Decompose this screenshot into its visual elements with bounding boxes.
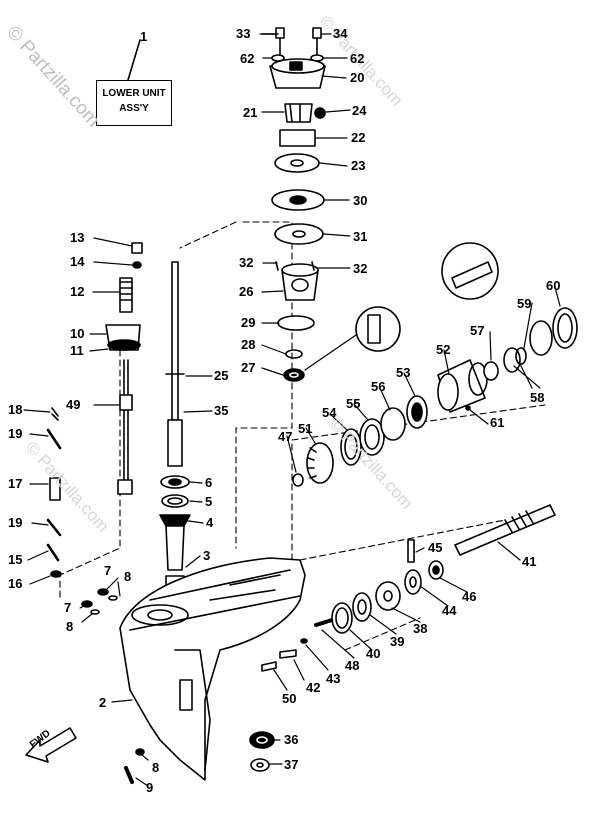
callout-45: 45	[428, 540, 443, 555]
callout-38: 38	[413, 621, 428, 636]
callout-18: 18	[8, 402, 23, 417]
callout-29: 29	[241, 315, 256, 330]
callout-48: 48	[345, 658, 360, 673]
callout-39: 39	[390, 634, 405, 649]
callout-33: 33	[236, 26, 251, 41]
label-plate-line-1: LOWER UNIT	[102, 88, 166, 99]
callout-leaders	[23, 33, 561, 787]
callout-13: 13	[70, 230, 85, 245]
callout-16: 16	[8, 576, 23, 591]
detail-circles	[355, 242, 499, 352]
callout-60: 60	[546, 278, 561, 293]
callout-24: 24	[352, 103, 367, 118]
callout-49: 49	[66, 397, 81, 412]
water-pump-stack	[261, 27, 326, 382]
callout-6: 6	[205, 475, 213, 490]
callout-8: 8	[152, 760, 160, 775]
callout-19: 19	[8, 426, 23, 441]
callout-42: 42	[306, 680, 321, 695]
drive-shaft	[165, 261, 185, 467]
callout-21: 21	[243, 105, 258, 120]
callout-41: 41	[522, 554, 537, 569]
callout-52: 52	[436, 342, 451, 357]
callout-53: 53	[396, 365, 411, 380]
callout-15: 15	[8, 552, 23, 567]
callout-7: 7	[64, 600, 72, 615]
shift-lever-small-parts	[46, 407, 62, 578]
callout-54: 54	[322, 405, 337, 420]
callout-9: 9	[146, 780, 154, 795]
callout-32: 32	[353, 261, 368, 276]
callout-19: 19	[8, 515, 23, 530]
callout-8: 8	[66, 619, 74, 634]
callout-46: 46	[462, 589, 477, 604]
callout-31: 31	[353, 229, 368, 244]
label-plate-leader	[127, 39, 141, 81]
callout-62: 62	[240, 51, 255, 66]
callout-8: 8	[124, 569, 132, 584]
callout-47: 47	[278, 429, 293, 444]
callout-4: 4	[206, 515, 214, 530]
callout-27: 27	[241, 360, 256, 375]
callout-20: 20	[350, 70, 365, 85]
lower-unit-housing	[119, 557, 306, 781]
callout-50: 50	[282, 691, 297, 706]
lower-unit-label-plate: LOWER UNIT ASS'Y	[96, 80, 172, 126]
callout-37: 37	[284, 757, 299, 772]
callout-44: 44	[442, 603, 457, 618]
label-plate-line-2: ASS'Y	[119, 103, 149, 114]
gear-and-bearing-housing	[292, 307, 578, 487]
callout-10: 10	[70, 326, 85, 341]
callout-26: 26	[239, 284, 254, 299]
upper-seals-and-bushing	[159, 475, 191, 591]
callout-51: 51	[298, 421, 313, 436]
dashed-guide-lines	[59, 221, 546, 651]
callout-62: 62	[350, 51, 365, 66]
callout-55: 55	[346, 396, 361, 411]
callout-57: 57	[470, 323, 485, 338]
callout-58: 58	[530, 390, 545, 405]
propeller-shaft-assembly	[261, 504, 556, 672]
callout-59: 59	[517, 296, 532, 311]
callout-3: 3	[203, 548, 211, 563]
callout-2: 2	[99, 695, 107, 710]
callout-23: 23	[351, 158, 366, 173]
callout-17: 17	[8, 476, 23, 491]
callout-61: 61	[490, 415, 505, 430]
callout-56: 56	[371, 379, 386, 394]
callout-11: 11	[70, 343, 84, 358]
callout-30: 30	[353, 193, 368, 208]
callout-22: 22	[351, 130, 366, 145]
callout-7: 7	[104, 563, 112, 578]
callout-12: 12	[70, 284, 85, 299]
callout-25: 25	[214, 368, 229, 383]
callout-32: 32	[239, 255, 254, 270]
callout-36: 36	[284, 732, 299, 747]
callout-1: 1	[140, 29, 148, 44]
callout-28: 28	[241, 337, 256, 352]
callout-43: 43	[326, 671, 341, 686]
callout-35: 35	[214, 403, 229, 418]
fwd-arrow-shape	[25, 727, 77, 763]
callout-34: 34	[333, 26, 348, 41]
callout-14: 14	[70, 254, 85, 269]
callout-5: 5	[205, 494, 213, 509]
shift-rod-parts	[105, 242, 143, 495]
callout-40: 40	[366, 646, 381, 661]
